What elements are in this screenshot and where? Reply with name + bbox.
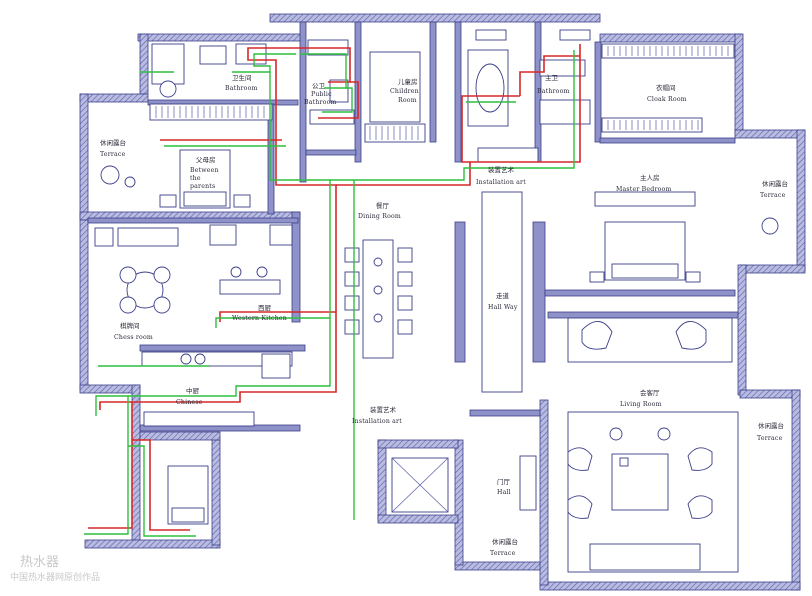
parents-room-en3: parents [190, 183, 215, 190]
western-kitchen-cn: 西厨 [258, 304, 272, 312]
children-room-cn: 儿童房 [398, 77, 418, 86]
cloak-room-cn: 衣帽间 [656, 83, 676, 92]
master-bedroom-cn: 主人房 [640, 173, 660, 182]
counter-stripes-left [149, 103, 273, 121]
living-room-en: Living Room [620, 401, 662, 408]
cold-water-pipes [84, 50, 575, 537]
dining-room-en: Dining Room [358, 213, 401, 220]
installation-art-mid-cn: 装置艺术 [370, 405, 397, 414]
furniture [94, 29, 779, 573]
living-room-cn: 会客厅 [640, 388, 660, 397]
hall-way-en: Hall Way [488, 304, 518, 311]
bathroom-right-cn: 主卫 [545, 73, 559, 82]
bathroom-right-en: Bathroom [537, 88, 570, 95]
public-bathroom-cn: 公卫 [312, 82, 326, 90]
exterior-walls [79, 13, 806, 591]
chess-room-cn: 棋牌间 [120, 321, 140, 330]
master-bedroom-en: Master Bedroom [616, 186, 672, 193]
chinese-kitchen-en: Chinese [176, 399, 203, 406]
bathroom-left-en: Bathroom [225, 85, 258, 92]
terrace-right-en: Terrace [757, 435, 783, 442]
dining-room-cn: 餐厅 [376, 201, 390, 210]
watermark: 热水器 中国热水器网原创作品 [10, 555, 100, 583]
terrace-bottom-cn: 休闲露台 [492, 537, 518, 546]
terrace-left-cn: 休闲露台 [100, 138, 126, 147]
chinese-kitchen-cn: 中厨 [186, 386, 200, 395]
terrace-right-top-en: Terrace [760, 192, 786, 199]
watermark-subtitle: 中国热水器网原创作品 [10, 571, 100, 583]
children-room-en1: Children [390, 88, 419, 95]
watermark-title: 热水器 [20, 555, 59, 570]
installation-art-top-en: Installation art [476, 179, 526, 186]
hall-cn: 门厅 [497, 477, 511, 486]
chess-room-en: Chess room [114, 334, 153, 341]
cloak-room-en: Cloak Room [647, 96, 687, 103]
hall-way-cn: 走道 [496, 291, 510, 300]
terrace-bottom-en: Terrace [490, 550, 516, 557]
parents-room-en2: the [190, 175, 201, 182]
parents-room-en1: Between [190, 167, 219, 174]
hot-water-pipes [88, 44, 581, 531]
children-room-en2: Room [398, 97, 417, 104]
western-kitchen-en: Western Kitchen [232, 315, 287, 322]
terrace-right-top-cn: 休闲露台 [762, 179, 788, 188]
installation-art-top-cn: 装置艺术 [488, 165, 515, 174]
terrace-left-en: Terrace [100, 151, 126, 158]
parents-room-cn: 父母房 [196, 155, 216, 164]
public-bathroom-en1: Public [311, 91, 332, 98]
hall-en: Hall [497, 489, 511, 496]
room-labels: 卫生间 Bathroom 公卫 Public Bathroom 儿童房 Chil… [100, 73, 788, 557]
terrace-right-cn: 休闲露台 [758, 421, 784, 430]
public-bathroom-en2: Bathroom [304, 99, 337, 106]
installation-art-mid-en: Installation art [352, 418, 402, 425]
bathroom-left-cn: 卫生间 [232, 73, 252, 82]
